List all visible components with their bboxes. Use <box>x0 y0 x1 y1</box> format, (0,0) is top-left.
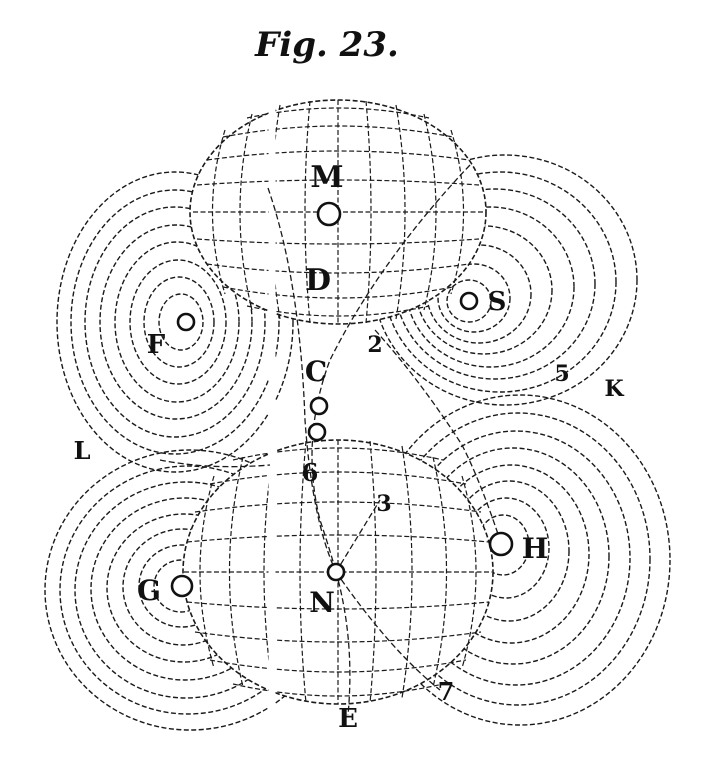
label-s: S <box>488 287 507 317</box>
label-3: 3 <box>376 491 391 517</box>
label-5: 5 <box>554 361 569 387</box>
center-n <box>326 562 346 582</box>
label-k: K <box>604 376 624 402</box>
label-e: E <box>338 704 358 734</box>
label-f: F <box>147 330 166 360</box>
center-m <box>316 201 342 227</box>
vortex-f <box>56 171 294 473</box>
label-7: 7 <box>438 677 455 706</box>
center-h <box>488 531 514 557</box>
path-lines <box>159 164 501 716</box>
label-2: 2 <box>367 332 382 358</box>
label-m: M <box>310 160 343 195</box>
center-s <box>459 291 479 311</box>
center-f <box>176 312 196 332</box>
figure-title: Fig. 23. <box>254 25 399 65</box>
center-g <box>170 574 194 598</box>
center-c-lower <box>307 422 327 442</box>
label-n: N <box>309 586 335 619</box>
label-h: H <box>522 532 548 565</box>
label-l: L <box>74 436 91 465</box>
label-g: G <box>137 574 161 607</box>
label-6: 6 <box>302 458 319 487</box>
label-c: C <box>305 355 327 388</box>
center-c-upper <box>309 396 329 416</box>
label-d: D <box>305 263 331 298</box>
